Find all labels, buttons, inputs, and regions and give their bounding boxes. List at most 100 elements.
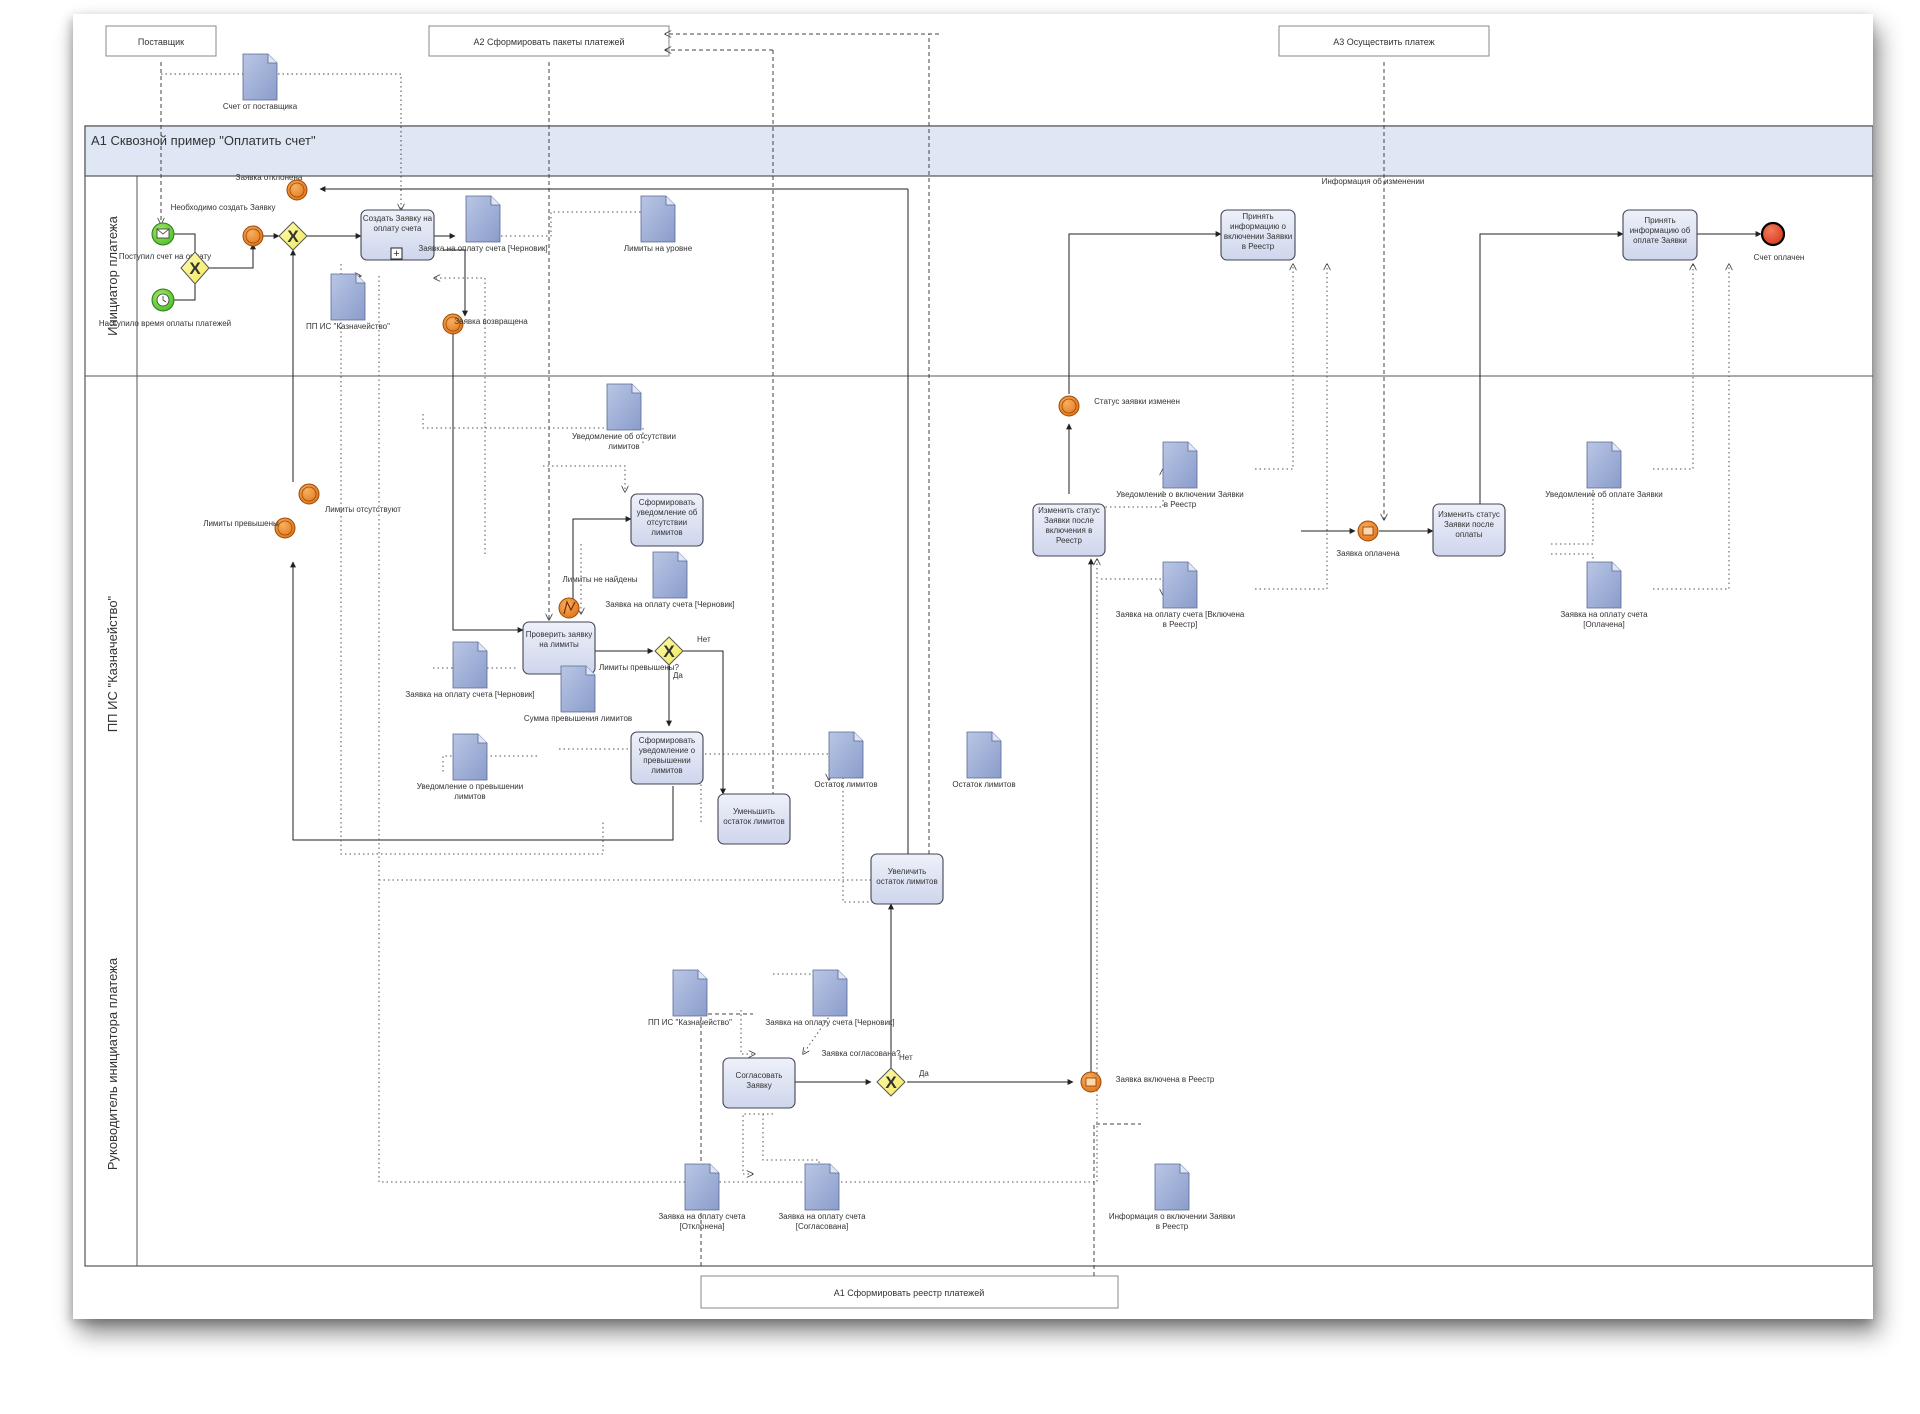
task-decrease-limits[interactable]: Уменьшить остаток лимитов [717,793,791,845]
document-exceed-sum[interactable]: Сумма превышения лимитов [513,665,643,748]
document-remaining2[interactable]: Остаток лимитов [919,731,1049,814]
gateway-approve-question: Заявка согласована? [821,1049,901,1058]
start-event-timer[interactable] [151,288,175,312]
task-create-label: Создать Заявку на оплату счета [362,214,433,233]
gateway-limits[interactable]: X [654,636,684,666]
task-increase-limits[interactable]: Увеличить остаток лимитов [870,853,944,905]
task-approve-request[interactable]: Согласовать Заявку [722,1057,796,1109]
gateway-start-merge[interactable]: X [180,251,210,285]
document-label: Заявка на оплату счета [Черновик] [405,690,535,699]
intermediate-event-status-changed[interactable] [1058,395,1080,417]
bpmn-diagram: Поставщик А2 Сформировать пакеты платеже… [84,25,1874,1309]
event-need-create-label: Необходимо создать Заявку [171,203,276,212]
event-invoice-received-label: Поступил счет на оплату [119,252,211,261]
document-limits-request[interactable]: Лимиты на уровне [593,195,723,278]
intermediate-event-limits-exceeded[interactable] [274,517,296,539]
task-change-status-registry-label: Изменить статус Заявки после включения в… [1038,506,1100,545]
event-limits-not-found-label: Лимиты не найдены [562,575,637,584]
envelope-icon-registry [1085,1077,1097,1087]
end-event-invoice-paid[interactable] [1760,221,1786,247]
external-a1-registry-pool: А1 Сформировать реестр платежей [700,1275,1119,1309]
task-change-status-paid-label: Изменить статус Заявки после оплаты [1438,510,1500,539]
task-receive-info-registry[interactable]: Принять информацию о включении Заявки в … [1220,209,1296,261]
x-icon: X [663,642,675,661]
event-end-label: Счет оплачен [1754,253,1805,262]
gateway-limits-no: Нет [697,635,711,644]
intermediate-event-rejected[interactable] [286,179,308,201]
document-absent-notice[interactable]: Уведомление об отсутствии лимитов [559,383,689,466]
task-change-status-registry[interactable]: Изменить статус Заявки после включения в… [1032,503,1106,557]
event-limits-absent-label: Лимиты отсутствуют [325,505,401,514]
task-check-label: Проверить заявку на лимиты [525,630,593,649]
document-pp-is2[interactable]: ПП ИС "Казначейство" [625,969,755,1052]
document-request-approved[interactable]: Заявка на оплату счета [Согласована] [757,1163,887,1246]
x-icon: X [287,227,299,246]
task-create-request[interactable]: Создать Заявку на оплату счета + [360,209,435,261]
lane-label-treasury: ПП ИС "Казначейство" [105,595,120,732]
flows [161,34,1762,1276]
document-exceed-notice[interactable]: Уведомление о превышении лимитов [405,733,535,816]
document-paid-notice[interactable]: Уведомление об оплате Заявки [1539,441,1669,524]
event-included-registry-label: Заявка включена в Реестр [1116,1075,1215,1084]
document-label: Заявка на оплату счета [Оплачена] [1560,610,1648,629]
a1-registry-label: А1 Сформировать реестр платежей [834,1288,985,1298]
external-a3-pool: А3 Осуществить платеж [1278,25,1490,57]
pool-title: А1 Сквозной пример "Оплатить счет" [91,133,316,148]
document-registry-notice[interactable]: Уведомление о включении Заявки в Реестр [1115,441,1245,524]
task-receive-info-paid[interactable]: Принять информацию об оплате Заявки [1622,209,1698,261]
task-notify-absent[interactable]: Сформировать уведомление об отсутствии л… [630,493,704,547]
boundary-error-event[interactable] [558,597,580,619]
subprocess-plus-icon: + [393,248,399,260]
document-registry-info[interactable]: Информация о включении Заявки в Реестр [1107,1163,1237,1246]
task-notify-exceed[interactable]: Сформировать уведомление о превышении ли… [630,731,704,785]
document-pp-is[interactable]: ПП ИС "Казначейство" [283,273,413,356]
event-request-paid-label: Заявка оплачена [1336,549,1400,558]
gateway-limits-yes: Да [673,671,683,680]
document-label: Заявка на оплату счета [Черновик] [418,244,548,253]
task-notify-absent-label: Сформировать уведомление об отсутствии л… [636,498,698,537]
document-request-paid[interactable]: Заявка на оплату счета [Оплачена] [1539,561,1669,644]
event-rejected-label: Заявка отклонена [236,173,303,182]
document-label: Уведомление о включении Заявки в Реестр [1116,490,1244,509]
document-label: Заявка на оплату счета [Отклонена] [658,1212,746,1231]
lightning-icon [563,600,576,615]
document-request-draft4[interactable]: Заявка на оплату счета [Черновик] [765,969,895,1052]
intermediate-event-request-paid[interactable] [1357,520,1379,542]
document-label: Сумма превышения лимитов [523,714,633,723]
event-status-changed-label: Статус заявки изменен [1094,397,1180,406]
task-notify-exceed-label: Сформировать уведомление о превышении ли… [638,736,696,775]
document-request-draft2[interactable]: Заявка на оплату счета [Черновик] [605,551,735,634]
x-icon: X [885,1073,897,1092]
gateway-limits-question: Лимиты превышены? [599,663,680,672]
external-supplier-pool: Поставщик [105,25,217,57]
gateway-approve-no: Нет [899,1053,913,1062]
task-increase-label: Увеличить остаток лимитов [876,867,938,886]
intermediate-event-limits-absent[interactable] [298,483,320,505]
document-label: Уведомление об оплате Заявки [1545,490,1663,499]
document-label: ПП ИС "Казначейство" [648,1018,732,1027]
document-supplier-invoice[interactable]: Счет от поставщика [195,53,325,136]
document-remaining1[interactable]: Остаток лимитов [781,731,911,814]
task-check-limits[interactable]: Проверить заявку на лимиты [522,621,596,675]
gateway-approve[interactable]: X [876,1067,906,1097]
intermediate-event-need-create[interactable] [242,225,264,247]
lane-label-manager: Руководитель инициатора платежа [105,957,120,1170]
document-request-rejected[interactable]: Заявка на оплату счета [Отклонена] [637,1163,767,1246]
document-request-draft3[interactable]: Заявка на оплату счета [Черновик] [405,641,535,724]
task-change-status-paid[interactable]: Изменить статус Заявки после оплаты [1432,503,1506,557]
task-receive-paid-label: Принять информацию об оплате Заявки [1629,216,1691,245]
envelope-icon-paid [1362,526,1374,536]
intermediate-event-returned[interactable] [442,313,464,335]
gateway-create[interactable]: X [278,221,308,251]
document-request-in-registry[interactable]: Заявка на оплату счета [Включена в Реест… [1115,561,1245,644]
lane-label-initiator: Инициатор платежа [105,215,120,335]
intermediate-event-included-registry[interactable] [1080,1071,1102,1093]
start-event-message[interactable] [151,222,175,246]
document-label: Счет от поставщика [222,102,298,111]
document-label: Лимиты на уровне [623,244,693,253]
diagram-sheet: Поставщик А2 Сформировать пакеты платеже… [73,14,1874,1319]
info-about-change-label: Информация об изменении [1322,177,1425,186]
document-label: ПП ИС "Казначейство" [306,322,390,331]
document-draft-request[interactable]: Заявка на оплату счета [Черновик] [418,195,548,278]
event-returned-label: Заявка возвращена [454,317,528,326]
